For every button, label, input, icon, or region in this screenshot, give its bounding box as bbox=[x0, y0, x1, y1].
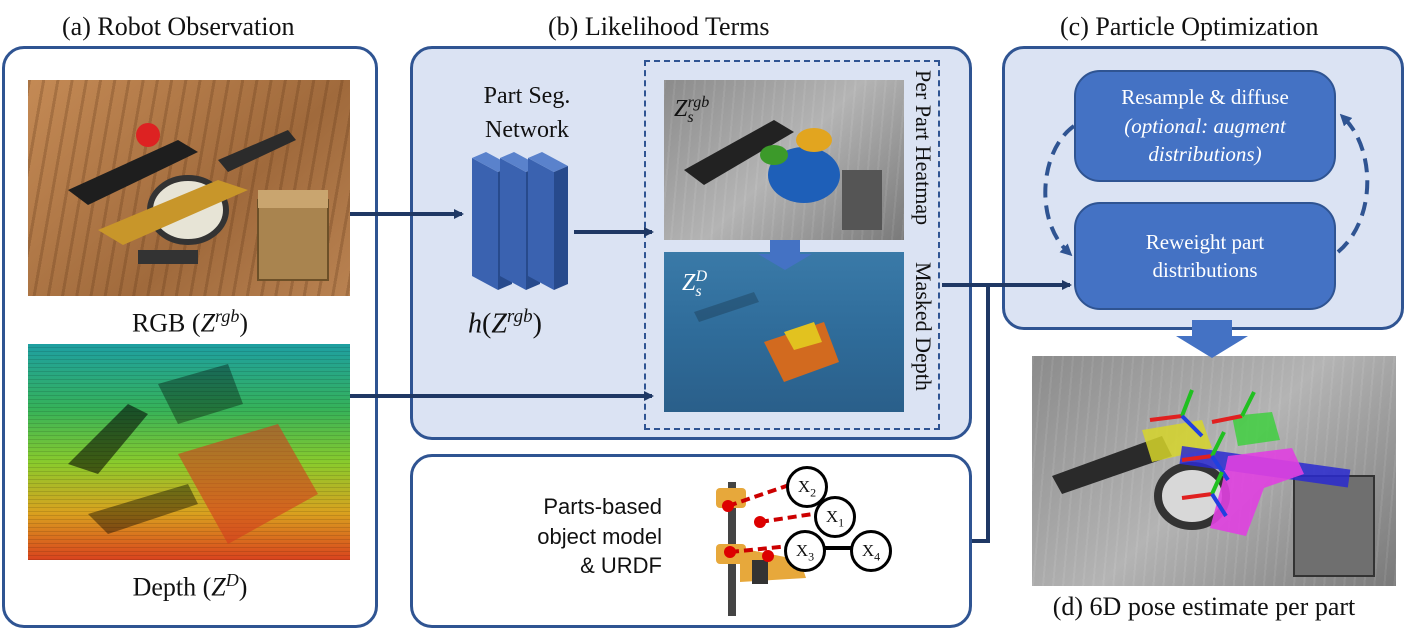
depth-caption: Depth (ZD) bbox=[2, 570, 378, 603]
masked-math-label: ZsD bbox=[682, 268, 707, 301]
heatmap-overlay-sketch bbox=[684, 120, 882, 230]
depth-caption-end: ) bbox=[238, 572, 248, 602]
model-node-x1-sub: 1 bbox=[838, 515, 845, 530]
network-label-line1: Part Seg. bbox=[483, 83, 571, 109]
model-node-x3: X3 bbox=[784, 530, 826, 572]
masked-math-z: Z bbox=[682, 270, 696, 296]
model-node-x2-label: X bbox=[797, 477, 811, 496]
depth-tools-sketch bbox=[68, 364, 318, 544]
robot-observation-panel bbox=[2, 46, 378, 628]
rgb-caption-text: RGB ( bbox=[131, 308, 201, 338]
heatmap-math-sub: s bbox=[687, 108, 694, 126]
resample-line2: (optional: augment bbox=[1124, 113, 1286, 138]
resample-line3: distributions) bbox=[1148, 142, 1262, 167]
reweight-node: Reweight part distributions bbox=[1074, 202, 1336, 310]
panel-c-title: (c) Particle Optimization bbox=[1060, 12, 1319, 41]
model-node-x4-sub: 4 bbox=[874, 549, 881, 564]
parts-model-line1: Parts-based bbox=[543, 494, 662, 519]
masked-depth-sketch bbox=[694, 292, 839, 382]
parts-model-label: Parts-based object model & URDF bbox=[498, 492, 662, 581]
resample-line1: Resample & diffuse bbox=[1121, 85, 1289, 110]
parts-model-line3: & URDF bbox=[580, 553, 662, 579]
reweight-line1: Reweight part bbox=[1145, 229, 1265, 254]
panel-b-title: (b) Likelihood Terms bbox=[548, 12, 770, 41]
func-sup: rgb bbox=[506, 306, 533, 327]
connector-model-to-reweight bbox=[972, 285, 990, 543]
model-node-x4: X4 bbox=[850, 530, 892, 572]
model-node-x3-label: X bbox=[795, 541, 809, 560]
heatmap-math-label: Zsrgb bbox=[674, 94, 709, 127]
func-h: h bbox=[468, 308, 482, 340]
pose-estimate-sketch bbox=[1052, 389, 1375, 577]
per-part-heatmap-label: Per Part Heatmap bbox=[911, 70, 936, 226]
per-part-heatmap-image: Zsrgb bbox=[664, 80, 904, 240]
rgb-tools-sketch bbox=[68, 123, 329, 281]
pose-estimate-caption: (d) 6D pose estimate per part bbox=[1052, 592, 1356, 621]
resample-diffuse-node: Resample & diffuse (optional: augment di… bbox=[1074, 70, 1336, 182]
model-node-x2-sub: 2 bbox=[810, 485, 817, 500]
func-z: Z bbox=[491, 308, 507, 340]
reweight-line2: distributions bbox=[1152, 258, 1258, 282]
masked-depth-image: ZsD bbox=[664, 252, 904, 412]
masked-math-sup: D bbox=[695, 268, 708, 285]
rgb-caption-math: Z bbox=[200, 308, 216, 338]
heatmap-math-sup: rgb bbox=[687, 94, 710, 111]
rgb-image bbox=[28, 80, 350, 296]
depth-caption-text: Depth ( bbox=[132, 572, 212, 602]
model-node-x3-sub: 3 bbox=[808, 549, 815, 564]
parts-model-line2: object model bbox=[537, 523, 662, 549]
model-node-x1: X1 bbox=[814, 496, 856, 538]
heatmap-depth-dashed-box bbox=[644, 60, 940, 430]
rgb-caption: RGB (Zrgb) bbox=[2, 306, 378, 339]
network-label-line2: Network bbox=[485, 116, 569, 143]
masked-depth-label: Masked Depth bbox=[911, 262, 936, 391]
depth-caption-sup: D bbox=[225, 570, 239, 590]
panel-a-title: (a) Robot Observation bbox=[62, 12, 295, 41]
model-node-x1-label: X bbox=[825, 507, 839, 526]
part-seg-network-label: Part Seg. Network bbox=[462, 80, 592, 147]
network-function-label: h(Zrgb) bbox=[468, 306, 542, 340]
depth-caption-math: Z bbox=[211, 572, 226, 602]
rgb-caption-end: ) bbox=[239, 308, 249, 338]
depth-image bbox=[28, 344, 350, 560]
heatmap-math-z: Z bbox=[674, 96, 688, 122]
parts-model-panel bbox=[410, 454, 972, 628]
rgb-caption-sup: rgb bbox=[215, 306, 240, 326]
masked-math-sub: s bbox=[695, 282, 702, 300]
pose-estimate-image bbox=[1032, 356, 1396, 586]
model-node-x4-label: X bbox=[861, 541, 875, 560]
